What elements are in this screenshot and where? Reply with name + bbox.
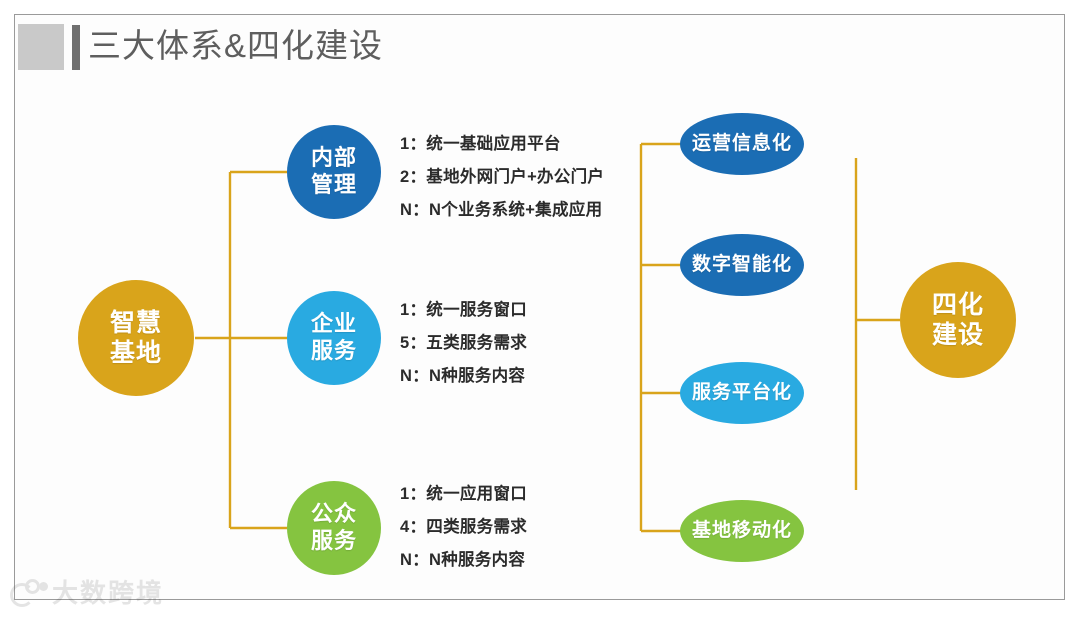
node-digital-intelligence[interactable]: 数字智能化 [680,234,804,296]
node-root-label-1: 智慧 [109,308,162,337]
node-base-mobilization[interactable]: 基地移动化 [680,500,804,562]
detail-line: N：N种服务内容 [400,367,526,385]
node-enterprise-service-label-2: 服务 [310,338,357,363]
node-outcome[interactable]: 四化 建设 [900,262,1016,378]
node-internal-management[interactable]: 内部 管理 [287,125,381,219]
node-outcome-label-1: 四化 [931,290,984,319]
detail-public-service: 1：统一应用窗口 4：四类服务需求 N：N种服务内容 [400,478,527,577]
detail-line: N：N个业务系统+集成应用 [400,201,603,219]
page-title: 三大体系&四化建设 [88,27,384,64]
detail-line: N：N种服务内容 [400,551,526,569]
detail-line: 4：四类服务需求 [400,518,528,536]
title-swatch [18,24,64,70]
node-enterprise-service[interactable]: 企业 服务 [287,291,381,385]
node-operation-informatization[interactable]: 运营信息化 [680,113,804,175]
node-internal-management-label-1: 内部 [310,145,357,171]
detail-enterprise-service: 1：统一服务窗口 5：五类服务需求 N：N种服务内容 [400,294,527,393]
detail-internal-management: 1：统一基础应用平台 2：基地外网门户+办公门户 N：N个业务系统+集成应用 [400,128,604,227]
node-root[interactable]: 智慧 基地 [78,280,194,396]
detail-line: 1：统一服务窗口 [400,301,528,319]
node-digital-intelligence-label: 数字智能化 [691,254,792,276]
node-service-platformization-label: 服务平台化 [691,382,792,404]
detail-line: 5：五类服务需求 [400,334,528,352]
slide-frame [14,14,1065,600]
node-base-mobilization-label: 基地移动化 [691,520,792,542]
title-accent-bar [72,25,80,70]
detail-line: 2：基地外网门户+办公门户 [400,168,605,186]
node-public-service[interactable]: 公众 服务 [287,481,381,575]
node-service-platformization[interactable]: 服务平台化 [680,362,804,424]
detail-line: 1：统一应用窗口 [400,485,528,503]
node-outcome-label-2: 建设 [931,321,984,349]
node-operation-informatization-label: 运营信息化 [691,133,792,155]
node-internal-management-label-2: 管理 [310,172,357,197]
node-public-service-label-2: 服务 [310,528,357,553]
node-enterprise-service-label-1: 企业 [310,311,357,337]
node-root-label-2: 基地 [109,339,162,367]
node-public-service-label-1: 公众 [310,501,357,527]
detail-line: 1：统一基础应用平台 [400,135,561,153]
